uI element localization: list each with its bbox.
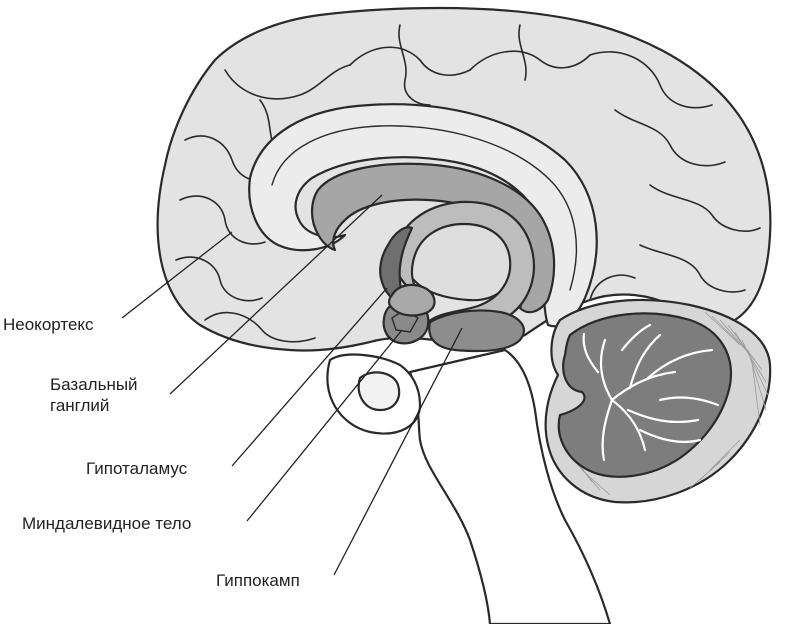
callosum-inner-line bbox=[271, 125, 578, 291]
label-hippocampus: Гиппокамп bbox=[216, 571, 300, 590]
gyrus-line bbox=[204, 311, 316, 343]
label-basal-ganglia-line1: Базальный bbox=[50, 375, 138, 394]
mammillary-region bbox=[357, 371, 401, 412]
gyrus-line bbox=[398, 24, 431, 106]
gyrus-line bbox=[589, 274, 636, 301]
gyrus-line bbox=[639, 244, 746, 293]
gyrus-line bbox=[518, 24, 527, 81]
label-hypothalamus: Гипоталамус bbox=[86, 459, 188, 478]
fornix bbox=[393, 200, 536, 328]
leader-line-basal-ganglia bbox=[169, 194, 383, 395]
gyrus-line bbox=[614, 109, 726, 167]
label-amygdala: Миндалевидное тело bbox=[22, 514, 191, 533]
gyrus-line bbox=[469, 50, 591, 71]
label-basal-ganglia-line2: ганглий bbox=[50, 396, 109, 415]
gyrus-line bbox=[589, 51, 713, 109]
leader-line-hippocampus bbox=[333, 327, 463, 576]
gyrus-line bbox=[649, 184, 761, 232]
leader-line-neocortex bbox=[121, 231, 233, 319]
leader-line-amygdala bbox=[246, 329, 403, 522]
cerebellum bbox=[544, 298, 772, 504]
hypothalamus bbox=[387, 283, 436, 317]
gyrus-line bbox=[179, 195, 266, 245]
arbor-vitae bbox=[582, 323, 720, 462]
gyrus-line bbox=[349, 46, 471, 76]
gyrus-line bbox=[175, 256, 263, 302]
cerebellum-hatching bbox=[564, 311, 769, 496]
leader-line-hypothalamus bbox=[231, 287, 388, 467]
hippocampus bbox=[428, 309, 525, 353]
label-neocortex: Неокортекс bbox=[3, 315, 94, 334]
gyrus-line bbox=[224, 64, 351, 100]
